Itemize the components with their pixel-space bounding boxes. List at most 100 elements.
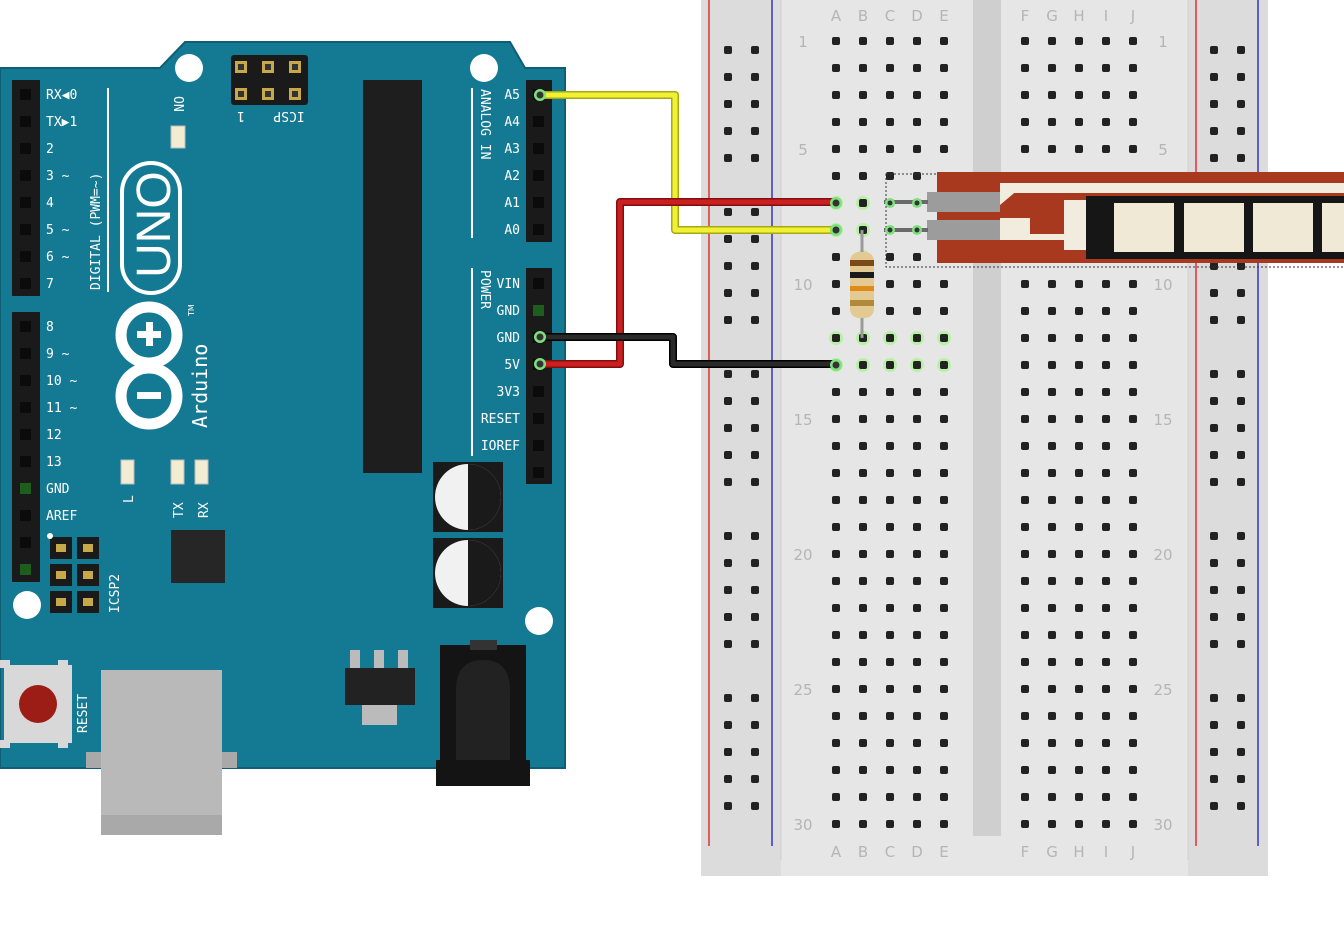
column-label: B [858, 843, 868, 861]
reset-label: RESET [76, 694, 91, 733]
breadboard-hole [1102, 523, 1110, 531]
breadboard-hole [1102, 361, 1110, 369]
power-rail-hole [751, 424, 759, 432]
header-pin [20, 510, 31, 521]
breadboard-hole [1048, 739, 1056, 747]
breadboard-hole [886, 37, 894, 45]
trademark-text: TM [187, 304, 196, 317]
breadboard-hole [940, 442, 948, 450]
breadboard-hole [1021, 91, 1029, 99]
breadboard-hole [1102, 577, 1110, 585]
breadboard-hole [832, 442, 840, 450]
power-rail-hole [724, 640, 732, 648]
power-pin-label: GND [497, 304, 521, 319]
breadboard-hole [913, 442, 921, 450]
column-label: H [1073, 7, 1084, 25]
power-rail-hole [751, 721, 759, 729]
breadboard-hole [940, 739, 948, 747]
breadboard-hole [1048, 685, 1056, 693]
breadboard-hole [1048, 118, 1056, 126]
breadboard-hole [886, 91, 894, 99]
breadboard-hole [859, 388, 867, 396]
power-rail-hole [724, 127, 732, 135]
breadboard-hole [1021, 550, 1029, 558]
analog-header [526, 80, 552, 242]
breadboard-hole [1102, 685, 1110, 693]
breadboard-hole [940, 712, 948, 720]
uno-model-text: UNO [128, 171, 181, 278]
breadboard-hole [1129, 766, 1137, 774]
breadboard-hole [1075, 820, 1083, 828]
header-pin [533, 170, 544, 181]
breadboard-hole [940, 793, 948, 801]
breadboard-hole [886, 523, 894, 531]
power-rail-hole [724, 802, 732, 810]
row-number-label: 1 [1158, 33, 1168, 51]
breadboard-hole [832, 685, 840, 693]
breadboard-hole [1021, 64, 1029, 72]
power-rail-hole [1237, 640, 1245, 648]
breadboard-hole [940, 658, 948, 666]
breadboard-hole [1102, 604, 1110, 612]
power-rail-hole [1210, 424, 1218, 432]
breadboard-hole [1102, 469, 1110, 477]
breadboard-hole [832, 550, 840, 558]
breadboard-hole [1129, 64, 1137, 72]
power-rail-hole [751, 748, 759, 756]
power-pin-label: RESET [481, 412, 520, 427]
breadboard-hole [886, 496, 894, 504]
breadboard-hole [913, 820, 921, 828]
power-rail-hole [724, 208, 732, 216]
breadboard-hole [913, 577, 921, 585]
breadboard-hole [1102, 91, 1110, 99]
row-number-label: 5 [1158, 141, 1168, 159]
breadboard-hole [1021, 685, 1029, 693]
breadboard-hole [913, 91, 921, 99]
breadboard-hole [913, 685, 921, 693]
breadboard-hole [859, 37, 867, 45]
breadboard-hole [886, 766, 894, 774]
header-pin [20, 89, 31, 100]
analog-pin-label: A3 [504, 142, 520, 157]
breadboard-hole [1048, 91, 1056, 99]
breadboard-hole [913, 172, 921, 180]
power-rail-hole [1237, 397, 1245, 405]
breadboard-hole [859, 739, 867, 747]
breadboard-hole [1102, 145, 1110, 153]
breadboard-hole [1021, 415, 1029, 423]
row-number-label: 25 [1153, 681, 1172, 699]
power-rail-hole [1210, 370, 1218, 378]
breadboard-hole [832, 631, 840, 639]
power-pin-label: GND [497, 331, 521, 346]
breadboard-hole [1129, 496, 1137, 504]
digital-pin-label: AREF [46, 509, 77, 524]
breadboard-hole [859, 64, 867, 72]
digital-pin-label: 7 [46, 277, 54, 292]
icsp-pin1-label: 1 [237, 108, 245, 123]
mounting-hole [525, 607, 553, 635]
digital-pin-label: 8 [46, 320, 54, 335]
power-rail-hole [1210, 640, 1218, 648]
row-number-label: 10 [1153, 276, 1172, 294]
icsp-header [231, 55, 308, 105]
breadboard-hole [1048, 145, 1056, 153]
power-rail-hole [724, 424, 732, 432]
reset-button[interactable] [0, 660, 72, 748]
row-number-label: 30 [1153, 816, 1172, 834]
breadboard-hole [1102, 415, 1110, 423]
breadboard-hole [832, 64, 840, 72]
breadboard-hole [1129, 388, 1137, 396]
breadboard-hole [1102, 793, 1110, 801]
column-label: A [831, 843, 842, 861]
breadboard-hole [940, 91, 948, 99]
column-label: E [939, 843, 948, 861]
power-rail-hole [751, 46, 759, 54]
power-rail-hole [751, 127, 759, 135]
breadboard-hole [1048, 658, 1056, 666]
breadboard-hole [859, 685, 867, 693]
breadboard-hole [1021, 145, 1029, 153]
header-pin [533, 413, 544, 424]
breadboard-hole [886, 739, 894, 747]
power-rail-hole [1237, 613, 1245, 621]
breadboard-hole [859, 793, 867, 801]
